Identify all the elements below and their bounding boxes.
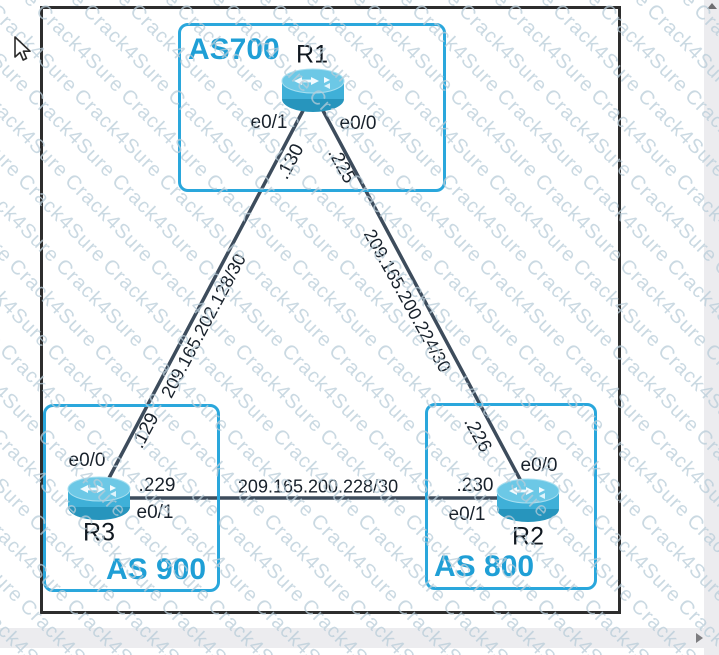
- scroll-up-icon[interactable]: [707, 3, 717, 9]
- router-r1-name: R1: [296, 40, 328, 69]
- scroll-right-icon[interactable]: [696, 633, 703, 643]
- router-r2-icon: [496, 478, 560, 522]
- r3-r2-subnet: 209.165.200.228/30: [237, 476, 399, 497]
- r1-e00-label: e0/0: [339, 113, 377, 134]
- link-r1-r2: [318, 103, 524, 485]
- router-r2-name: R2: [512, 522, 544, 551]
- as700-label: AS700: [188, 33, 280, 66]
- as900-label: AS 900: [106, 553, 207, 586]
- as700-box: [178, 23, 446, 192]
- r3-e00-label: e0/0: [68, 450, 106, 471]
- r1-e01-label: e0/1: [250, 112, 288, 133]
- r3-e01-label: e0/1: [136, 502, 174, 523]
- r2-e01-label: e0/1: [448, 504, 486, 525]
- r3-r2-ip-r3: .229: [138, 475, 176, 496]
- r3-r2-ip-r2: .230: [456, 475, 494, 496]
- vertical-scrollbar[interactable]: [704, 0, 719, 655]
- as800-box: [425, 403, 597, 590]
- router-r3-icon: [67, 476, 131, 520]
- r2-e00-label: e0/0: [520, 455, 558, 476]
- router-r3-name: R3: [83, 518, 115, 547]
- horizontal-scrollbar[interactable]: [0, 628, 719, 648]
- router-r1-icon: [281, 68, 345, 112]
- diagram-frame: [40, 6, 621, 614]
- as900-box: [43, 404, 220, 592]
- link-r1-r3: [106, 103, 308, 482]
- as800-label: AS 800: [434, 550, 535, 583]
- mouse-cursor-icon: [14, 36, 31, 61]
